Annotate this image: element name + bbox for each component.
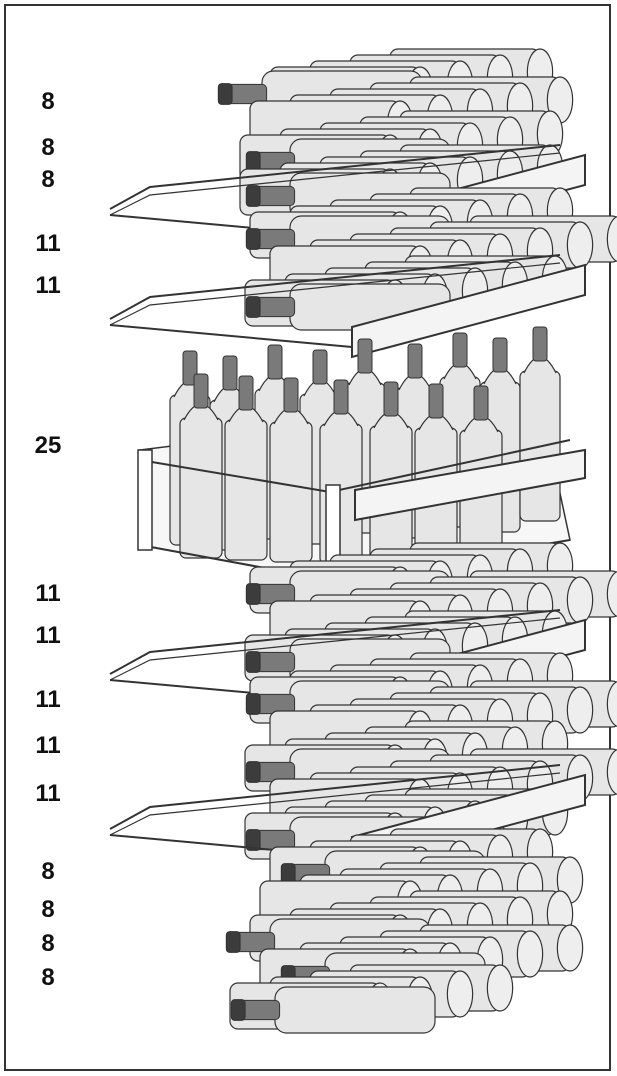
- shelf-edge: [109, 324, 353, 348]
- bottle-cap: [245, 296, 261, 318]
- standing-bottle-neck: [407, 343, 423, 379]
- standing-bottle-body: [179, 417, 223, 559]
- bottle-base: [446, 970, 474, 1018]
- bottle-count-label: 11: [35, 580, 61, 607]
- bottle-count-label: 8: [41, 896, 55, 923]
- shelf-front-panel: [354, 448, 586, 522]
- bottle-count-label: 8: [41, 166, 55, 193]
- standing-bottle-neck: [452, 332, 468, 368]
- standing-bottle-neck: [357, 338, 373, 374]
- shelf-rail: [109, 262, 561, 326]
- standing-bottle-neck: [267, 344, 283, 380]
- bottle-cap: [245, 228, 261, 250]
- bottle-cap: [245, 693, 261, 715]
- standing-bottle-neck: [333, 379, 349, 415]
- standing-bottle-neck: [283, 377, 299, 413]
- shelf-rail: [109, 764, 561, 830]
- bottle-cap: [245, 651, 261, 673]
- bottle-base: [566, 576, 594, 624]
- bottle-cap: [225, 931, 241, 953]
- bottle-count-label: 11: [35, 622, 61, 649]
- standing-bottle-neck: [193, 373, 209, 409]
- standing-bottle-neck: [312, 349, 328, 385]
- bottle-cap: [245, 829, 261, 851]
- bottle-base: [606, 571, 617, 617]
- shelf-rail: [109, 144, 561, 210]
- bottle-base: [566, 686, 594, 734]
- standing-bottle-neck: [182, 350, 198, 386]
- bottle-count-label: 11: [35, 686, 61, 713]
- basket-post: [137, 449, 153, 551]
- bottle-base: [606, 681, 617, 727]
- bottle-count-label: 11: [35, 230, 61, 257]
- shelf-rail: [109, 609, 561, 675]
- standing-bottle-neck: [383, 381, 399, 417]
- bottle-cap: [217, 83, 233, 105]
- bottle-stack-top: [217, 48, 574, 220]
- standing-bottle-neck: [428, 383, 444, 419]
- shelf-rail: [109, 254, 561, 320]
- bottle-stack-2: [244, 187, 617, 331]
- standing-bottle-neck: [492, 337, 508, 373]
- bottle-count-label: 8: [41, 858, 55, 885]
- bottle-count-label: 11: [35, 780, 61, 807]
- shelf-rail: [109, 617, 561, 681]
- standing-bottle-body: [269, 421, 313, 563]
- bottle-base: [566, 221, 594, 269]
- bottle-count-label: 8: [41, 134, 55, 161]
- bottle-count-label: 11: [35, 732, 61, 759]
- shelf-rail: [109, 772, 561, 836]
- bottle-base: [516, 930, 544, 978]
- standing-bottle-neck: [222, 355, 238, 391]
- bottle-count-label: 8: [41, 88, 55, 115]
- upright-bottle-basket: [137, 326, 586, 586]
- bottle-base: [486, 964, 514, 1012]
- standing-bottle-neck: [238, 375, 254, 411]
- bottle-count-label: 25: [34, 432, 62, 459]
- standing-bottle-neck: [473, 385, 489, 421]
- bottle-stack-bottom: [225, 828, 584, 1034]
- bottle-cap: [245, 761, 261, 783]
- bottle-cap: [230, 999, 246, 1021]
- bottle-base: [606, 216, 617, 262]
- shelf-rail: [109, 152, 561, 216]
- bottle-count-label: 8: [41, 930, 55, 957]
- bottle-cap: [245, 185, 261, 207]
- bottle-cap: [245, 583, 261, 605]
- bottle-base: [606, 749, 617, 795]
- shelf-front-panel: [351, 263, 586, 359]
- shelf-2: [109, 254, 586, 359]
- standing-bottle-body: [224, 419, 268, 561]
- diagram-frame: [4, 4, 611, 1071]
- bottle-count-label: 11: [35, 272, 61, 299]
- bottle-count-label: 8: [41, 964, 55, 991]
- bottle-base: [556, 924, 584, 972]
- standing-bottle-neck: [532, 326, 548, 362]
- bottle-body: [274, 986, 436, 1034]
